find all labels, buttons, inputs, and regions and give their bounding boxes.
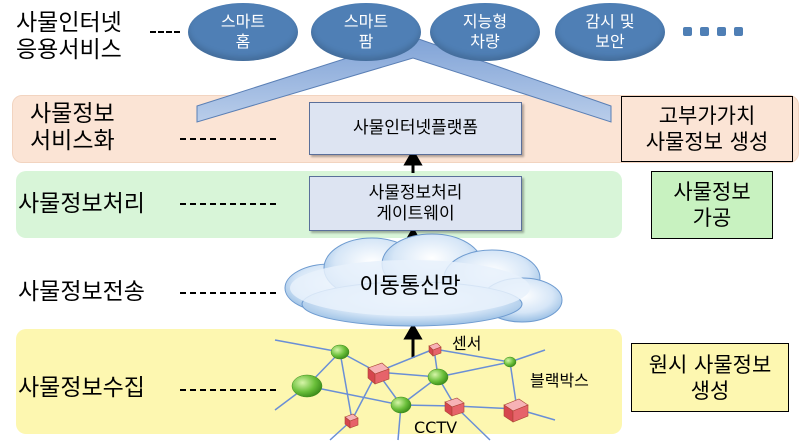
transmission-leader-line	[180, 292, 276, 294]
sensor-label: 센서	[452, 334, 482, 353]
iot-platform-label: 사물인터넷플랫폼	[352, 118, 479, 138]
service-leader-line	[180, 138, 276, 140]
raw-box-line2: 생성	[690, 378, 730, 403]
service-smart-farm-line1: 스마트	[343, 12, 389, 31]
service-surveillance: 감시 및 보안	[555, 3, 665, 61]
gateway-box: 사물정보처리 게이트웨이	[309, 176, 522, 231]
cube-2	[428, 342, 442, 357]
cctv-label: CCTV	[414, 418, 458, 437]
mobile-network-cloud	[284, 233, 563, 327]
processing-box-line1: 사물정보	[673, 180, 751, 204]
service-smart-home-line1: 스마트	[220, 12, 266, 31]
gateway-line2: 게이트웨이	[376, 203, 455, 224]
service-layer-label-line2: 서비스화	[30, 128, 115, 154]
processing-leader-line	[180, 203, 276, 205]
service-layer-label-line1: 사물정보	[30, 101, 115, 127]
collection-leader-line	[180, 389, 276, 391]
collection-layer-label: 사물정보수집	[18, 375, 145, 401]
service-smart-home-line2: 홈	[235, 32, 251, 51]
service-surveillance-line1: 감시 및	[585, 12, 635, 31]
blackbox-label: 블랙박스	[530, 371, 589, 390]
service-smart-home: 스마트 홈	[188, 3, 298, 61]
processing-info-box: 사물정보 가공	[651, 171, 773, 239]
gateway-line1: 사물정보처리	[368, 182, 463, 203]
high-value-line2: 사물정보 생성	[645, 130, 769, 154]
service-smart-vehicle: 지능형 차량	[430, 3, 540, 61]
services-label-line2: 응용서비스	[16, 37, 122, 63]
network-label: 이동통신망	[359, 274, 461, 299]
high-value-line1: 고부가가치	[658, 104, 756, 128]
service-surveillance-line2: 보안	[595, 32, 625, 51]
service-smart-vehicle-line1: 지능형	[462, 12, 508, 31]
iot-platform-box: 사물인터넷플랫폼	[309, 102, 522, 155]
more-services-ellipsis	[683, 27, 753, 37]
service-smart-farm-line2: 팜	[358, 32, 374, 51]
service-smart-vehicle-line2: 차량	[470, 32, 500, 51]
cube-1	[367, 362, 390, 385]
device-cubes	[344, 342, 529, 429]
raw-info-box: 원시 사물정보 생성	[631, 343, 789, 412]
cube-5	[344, 413, 359, 429]
raw-box-line1: 원시 사물정보	[648, 352, 772, 377]
services-leader-line	[150, 31, 180, 33]
cube-3	[444, 397, 465, 417]
transmission-layer-label: 사물정보전송	[18, 279, 145, 305]
sensor-nodes	[291, 344, 517, 414]
cube-4	[503, 398, 529, 423]
services-label-line1: 사물인터넷	[16, 10, 122, 36]
high-value-info-box: 고부가가치 사물정보 생성	[621, 96, 793, 162]
service-layer-label: 사물정보 서비스화	[30, 101, 115, 155]
processing-layer-label: 사물정보처리	[18, 191, 145, 217]
services-layer-label: 사물인터넷 응용서비스	[16, 10, 122, 64]
service-smart-farm: 스마트 팜	[311, 3, 421, 61]
processing-box-line2: 가공	[692, 206, 732, 230]
